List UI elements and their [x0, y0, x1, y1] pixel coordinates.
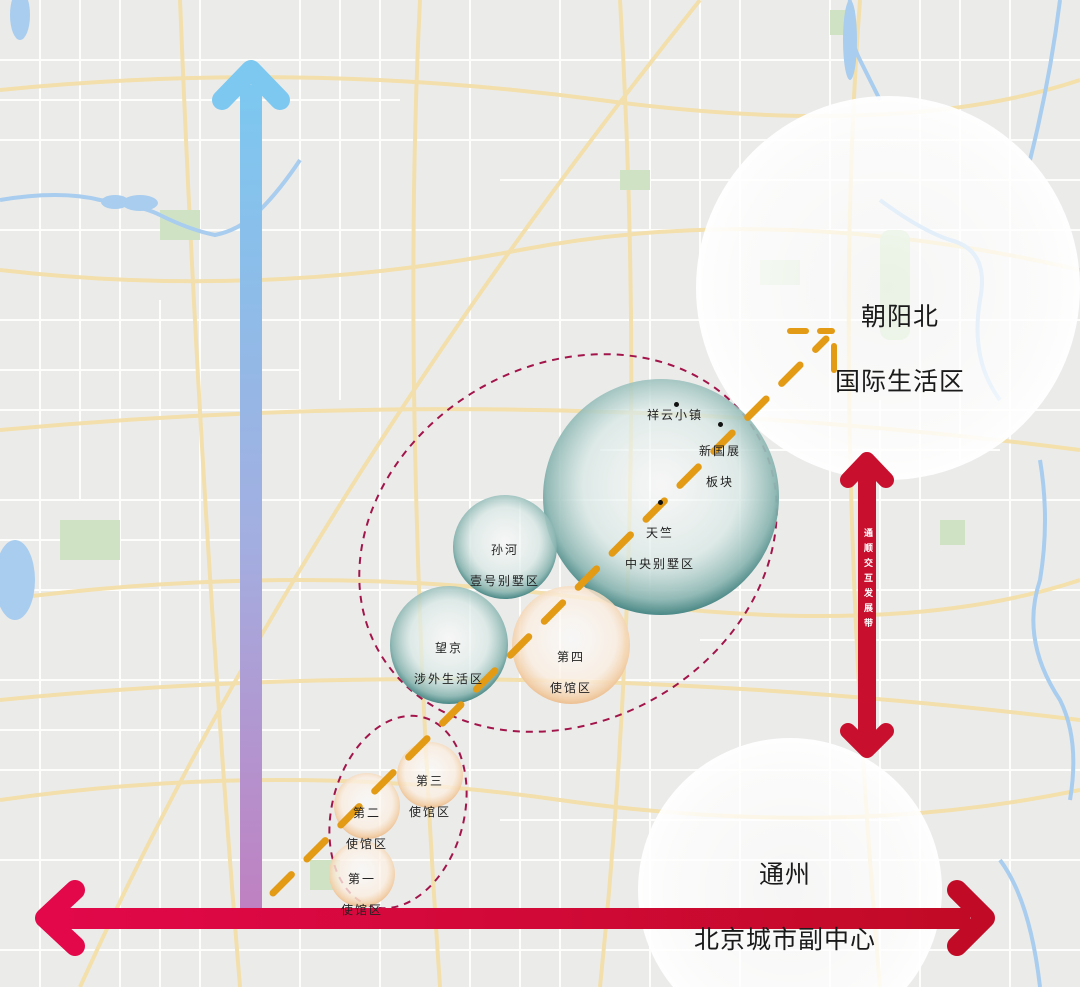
- bubble-label-line1: 第一: [347, 871, 376, 886]
- map-point-icon: [658, 500, 663, 505]
- region-subtitle: 北京城市副中心: [693, 924, 876, 954]
- bubble-label-line2: 使馆区: [549, 680, 592, 695]
- region-subtitle: 国际生活区: [834, 366, 965, 396]
- bubble-label-embassy-1: 第一 使馆区: [327, 856, 397, 934]
- dashed-cluster-boundary-small: [328, 714, 468, 910]
- bubble-label-embassy-4: 第四 使馆区: [521, 634, 621, 712]
- bubble-sunhe[interactable]: [453, 495, 557, 599]
- bubble-embassy-3[interactable]: [397, 742, 463, 808]
- bubble-wangjing[interactable]: [390, 586, 508, 704]
- bubble-label-embassy-3: 第三 使馆区: [395, 758, 465, 836]
- bubble-label-sunhe: 孙河 壹号别墅区: [455, 527, 555, 605]
- bubble-embassy-2[interactable]: [334, 773, 400, 839]
- link-double-arrow: [840, 452, 894, 758]
- bubble-tianzhu[interactable]: [543, 379, 779, 615]
- development-band-label: 通顺交互发展带: [862, 528, 872, 633]
- bubble-label-line2: 使馆区: [408, 804, 451, 819]
- point-label-xinguozhan: 新国展 板块: [680, 428, 760, 506]
- chaoyang-north-region-circle[interactable]: [696, 96, 1080, 480]
- point-label-line1: 新国展: [698, 443, 741, 458]
- development-path-arrow: [269, 335, 830, 897]
- map-point-icon: [674, 402, 679, 407]
- bubble-label-line1: 第四: [556, 649, 585, 664]
- bubble-label-line1: 孙河: [490, 542, 519, 557]
- horizontal-axis-arrow: [35, 880, 995, 956]
- bubble-embassy-4[interactable]: [512, 586, 630, 704]
- bubble-label-embassy-2: 第二 使馆区: [332, 790, 402, 868]
- bubble-label-line1: 第三: [415, 773, 444, 788]
- region-label-tongzhou: 通州 北京城市副中心: [660, 826, 910, 987]
- bubble-label-line2: 使馆区: [340, 902, 383, 917]
- bubble-label-line1: 天竺: [645, 525, 674, 540]
- bubble-label-line2: 中央别墅区: [624, 556, 695, 571]
- region-title: 通州: [758, 859, 811, 889]
- development-path-arrowhead-icon: [787, 328, 837, 373]
- vertical-axis-arrow: [212, 60, 290, 920]
- region-title: 朝阳北: [860, 301, 939, 331]
- bubble-label-line2: 涉外生活区: [413, 671, 484, 686]
- bubble-label-tianzhu: 天竺 中央别墅区: [600, 510, 720, 588]
- bubble-label-wangjing: 望京 涉外生活区: [399, 625, 499, 703]
- map-point-icon: [718, 422, 723, 427]
- point-label-xiangyun: 祥云小镇: [646, 408, 703, 422]
- region-label-chaoyang-north: 朝阳北 国际生活区: [800, 268, 1000, 431]
- bubble-label-line1: 望京: [434, 640, 463, 655]
- bubble-label-line2: 壹号别墅区: [469, 573, 540, 588]
- point-label-line2: 板块: [705, 474, 734, 489]
- bubble-label-line2: 使馆区: [345, 836, 388, 851]
- bubble-label-line1: 第二: [352, 805, 381, 820]
- bubble-embassy-1[interactable]: [329, 841, 395, 907]
